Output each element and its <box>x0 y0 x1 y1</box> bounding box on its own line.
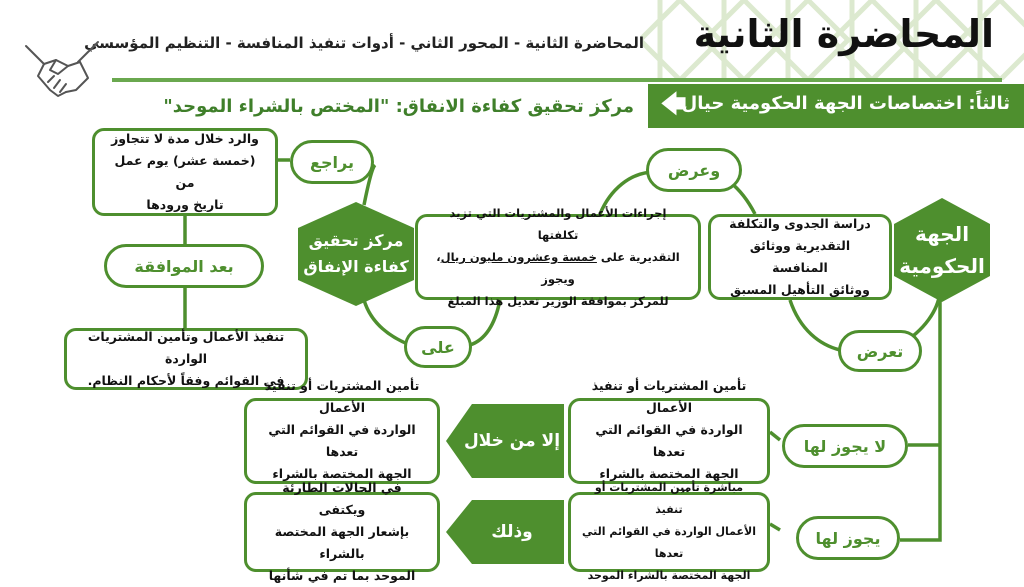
execute-box-line: في القوائم وفقاً لأحكام النظام. <box>87 373 285 388</box>
header-lattice-pattern <box>640 0 1024 80</box>
reply-box: والرد خلال مدة لا تتجاوز (خمسة عشر) يوم ع… <box>92 128 278 216</box>
procedures-box: إجراءات الأعمال والمشتريات التي تزيد تكل… <box>415 206 701 308</box>
page-subtitle: المحاضرة الثانية - المحور الثاني - أدوات… <box>84 34 644 52</box>
reply-box-line: تاريخ ورودها <box>146 197 224 212</box>
procedures-text: التقديرية على <box>596 250 680 264</box>
procedures-line: إجراءات الأعمال والمشتريات التي تزيد تكل… <box>449 206 667 242</box>
threshold-amount: خمسة وعشرون مليون ريال <box>440 250 597 264</box>
except-arrow: إلا من خلال <box>446 404 564 478</box>
connector-procedures-on <box>469 299 502 347</box>
gov-entity-line: الجهة <box>914 222 970 246</box>
procedures-line: للمركز بموافقة الوزير تعديل هذا المبلغ <box>447 294 669 308</box>
direct-box: مباشرة تأمين المشتريات أو تنفيذ الأعمال ا… <box>568 481 770 582</box>
execute-box: تنفيذ الأعمال وتأمين المشتريات الواردة في… <box>64 328 308 390</box>
center-node-line: مركز تحقيق <box>308 231 404 250</box>
section-heading-bar: ثالثاً: اختصاصات الجهة الحكومية حيال <box>648 84 1024 128</box>
reply-box-line: (خمسة عشر) يوم عمل من <box>114 153 256 190</box>
except-line: تأمين المشتريات أو تنفيذ الأعمال <box>264 378 420 415</box>
pill-allowed: يجوز لها <box>796 516 900 560</box>
not-allowed-line: الواردة في القوائم التي تعدها <box>595 422 743 459</box>
connector-study-offers <box>788 299 841 352</box>
study-box-line: دراسة الجدوى والتكلفة <box>729 216 871 231</box>
procedures-text: ، ويجوز <box>436 250 575 286</box>
execute-box-line: تنفيذ الأعمال وتأمين المشتريات الواردة <box>87 329 285 366</box>
reply-box-line: والرد خلال مدة لا تتجاوز <box>111 131 259 146</box>
connector-center-reviews <box>362 163 377 206</box>
pill-reviews: يراجع <box>290 140 374 184</box>
except-box: تأمين المشتريات أو تنفيذ الأعمال الواردة … <box>244 378 440 503</box>
emergency-line: في الحالات الطارئة ويكتفى <box>282 480 402 517</box>
center-node-line: كفاءة الإنفاق <box>303 257 409 276</box>
center-heading: مركز تحقيق كفاءة الانفاق: "المختص بالشرا… <box>163 96 634 117</box>
pill-not-allowed: لا يجوز لها <box>782 424 908 468</box>
and-that-arrow: وذلك <box>446 500 564 564</box>
connector-gov-allowed <box>900 292 942 542</box>
connector-allowed-box <box>769 522 781 532</box>
pill-after-approval: بعد الموافقة <box>104 244 264 288</box>
pill-presents: تعرض <box>838 330 922 372</box>
study-box-line: التقديرية ووثائق المنافسة <box>749 238 851 275</box>
pill-on: على <box>404 326 472 368</box>
connector-on-center <box>362 299 411 347</box>
emergency-box: في الحالات الطارئة ويكتفى بإشعار الجهة ال… <box>244 480 440 583</box>
connector-notallowed-box <box>768 430 782 442</box>
handshake-icon <box>25 41 99 97</box>
direct-line: مباشرة تأمين المشتريات أو تنفيذ <box>594 481 744 516</box>
study-box: دراسة الجدوى والتكلفة التقديرية ووثائق ال… <box>708 214 892 300</box>
procedures-line: التقديرية على خمسة وعشرون مليون ريال، وي… <box>428 246 688 290</box>
emergency-line: الموحد بما تم في شأنها <box>268 568 416 583</box>
not-allowed-box: تأمين المشتريات أو تنفيذ الأعمال الواردة … <box>568 378 770 503</box>
except-line: الواردة في القوائم التي تعدها <box>268 422 416 459</box>
left-arrow-icon: 🡄 <box>660 90 687 120</box>
emergency-line: بإشعار الجهة المختصة بالشراء <box>274 524 410 561</box>
not-allowed-line: تأمين المشتريات أو تنفيذ الأعمال <box>591 378 747 415</box>
gov-entity-line: الحكومية <box>899 254 985 278</box>
page-title: المحاضرة الثانية <box>693 12 994 56</box>
pill-and-presents: وعرض <box>646 148 742 192</box>
direct-line: الجهة المختصة بالشراء الموحد <box>587 569 751 582</box>
study-box-line: ووثائق التأهيل المسبق <box>730 282 870 297</box>
header-divider <box>112 78 1002 82</box>
direct-line: الأعمال الواردة في القوائم التي تعدها <box>582 525 756 560</box>
